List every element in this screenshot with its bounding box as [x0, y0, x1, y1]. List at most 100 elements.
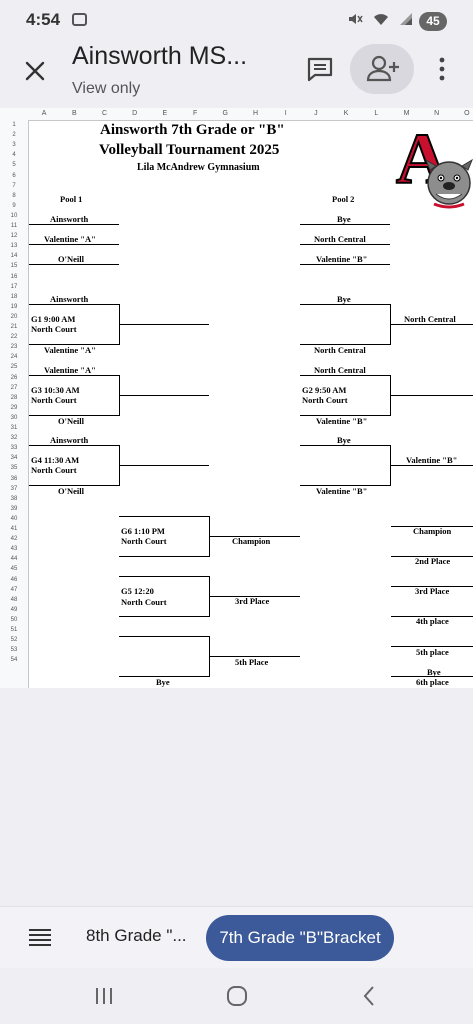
row-header[interactable]: 11: [10, 223, 18, 229]
bracket-line: [29, 445, 119, 446]
column-header[interactable]: O: [464, 110, 470, 117]
g3-top-team: Valentine "A": [44, 365, 96, 375]
row-header[interactable]: 51: [10, 627, 18, 633]
row-header[interactable]: 40: [10, 515, 18, 522]
sheets-menu-icon[interactable]: [28, 927, 52, 947]
g3-bottom-team: O'Neill: [58, 416, 84, 426]
row-header[interactable]: 4: [12, 152, 16, 159]
column-header[interactable]: B: [71, 110, 77, 117]
row-header[interactable]: 35: [10, 465, 18, 472]
row-header[interactable]: 45: [10, 566, 18, 573]
row-header[interactable]: 16: [10, 273, 18, 280]
pool1-team-3: O'Neill: [58, 254, 84, 264]
close-icon[interactable]: [22, 58, 48, 84]
g2-game-label: G2 9:50 AM: [302, 385, 347, 395]
row-header[interactable]: 24: [10, 354, 18, 361]
row-header[interactable]: 27: [10, 384, 18, 391]
row-header[interactable]: 9: [12, 202, 16, 209]
row-header[interactable]: 37: [10, 485, 18, 492]
row-header[interactable]: 23: [10, 344, 18, 351]
row-header[interactable]: 2: [12, 132, 16, 139]
g2-top-team: North Central: [314, 365, 366, 375]
pool2-team-3: Valentine "B": [316, 254, 368, 264]
row-header[interactable]: 50: [10, 616, 18, 623]
bracket-line: [119, 576, 209, 577]
column-header[interactable]: G: [222, 110, 228, 117]
bracket-line: [391, 324, 473, 325]
column-header[interactable]: J: [314, 110, 318, 117]
row-header[interactable]: 34: [10, 455, 18, 462]
column-header[interactable]: K: [343, 110, 349, 117]
row-header[interactable]: 7: [12, 182, 16, 189]
column-header[interactable]: F: [192, 110, 198, 117]
tab-7th-grade-bracket[interactable]: 7th Grade "B"Bracket: [206, 915, 394, 961]
back-icon[interactable]: [358, 984, 382, 1008]
row-header[interactable]: 48: [10, 596, 18, 603]
bracket-line: [390, 304, 391, 345]
bracket-line: [209, 516, 210, 557]
row-header[interactable]: 14: [10, 253, 18, 260]
standings-line: [391, 676, 473, 677]
column-header[interactable]: C: [101, 110, 108, 117]
row-header[interactable]: 42: [10, 536, 18, 543]
row-header[interactable]: 26: [10, 374, 18, 381]
row-header[interactable]: 25: [10, 364, 18, 371]
row-header[interactable]: 21: [10, 324, 18, 330]
row-header[interactable]: 53: [10, 647, 18, 654]
row-header[interactable]: 13: [10, 243, 18, 250]
row-header[interactable]: 10: [10, 212, 18, 219]
home-icon[interactable]: [225, 984, 249, 1008]
column-header[interactable]: I: [284, 110, 287, 117]
row-header[interactable]: 33: [10, 445, 18, 452]
row-header[interactable]: 19: [10, 303, 18, 310]
row-header[interactable]: 8: [12, 192, 16, 199]
row-header[interactable]: 41: [10, 526, 18, 532]
bracket-line: [300, 304, 390, 305]
row-header[interactable]: 18: [10, 293, 18, 300]
tournament-title-line1: Ainsworth 7th Grade or "B": [100, 122, 285, 138]
row-header[interactable]: 47: [10, 586, 18, 593]
bracket-line: [210, 536, 300, 537]
row-header[interactable]: 20: [10, 313, 18, 320]
third-place-label: 3rd Place: [235, 596, 270, 606]
more-options-icon[interactable]: [436, 56, 448, 82]
row-header[interactable]: 31: [10, 425, 18, 431]
row-header[interactable]: 32: [10, 435, 18, 442]
column-header[interactable]: M: [403, 110, 410, 117]
row-header[interactable]: 5: [12, 162, 16, 169]
row-header[interactable]: 12: [10, 233, 18, 240]
row-header[interactable]: 38: [10, 495, 18, 502]
add-person-button[interactable]: [350, 44, 414, 94]
row-header[interactable]: 49: [10, 606, 18, 613]
comment-icon[interactable]: [306, 56, 334, 82]
row-header[interactable]: 22: [10, 334, 18, 341]
recent-apps-icon[interactable]: [92, 984, 116, 1008]
row-header[interactable]: 43: [10, 546, 18, 553]
column-header[interactable]: N: [434, 110, 440, 117]
row-header[interactable]: 6: [12, 172, 16, 179]
standing-2: 2nd Place: [415, 556, 451, 566]
row-header[interactable]: 44: [10, 556, 18, 563]
row-header[interactable]: 36: [10, 475, 18, 482]
row-header[interactable]: 29: [10, 404, 18, 411]
row-header[interactable]: 30: [10, 414, 18, 421]
column-header[interactable]: E: [162, 110, 168, 117]
row-header[interactable]: 52: [10, 637, 18, 644]
row-header[interactable]: 39: [10, 505, 18, 512]
column-header[interactable]: D: [132, 110, 138, 117]
row-header[interactable]: 54: [10, 657, 18, 664]
row-header[interactable]: 17: [10, 283, 18, 290]
column-header[interactable]: H: [252, 110, 259, 117]
row-header[interactable]: 46: [10, 576, 18, 583]
bracket-line: [300, 224, 390, 225]
column-header[interactable]: A: [41, 110, 47, 117]
row-header[interactable]: 1: [12, 122, 16, 128]
row-header[interactable]: 15: [10, 263, 18, 270]
row-header[interactable]: 3: [12, 142, 16, 149]
bracket-line: [29, 375, 119, 376]
tab-8th-grade[interactable]: 8th Grade "...: [86, 926, 187, 945]
row-header[interactable]: 28: [10, 394, 18, 401]
g1-game-label: G1 9:00 AM: [31, 314, 76, 324]
column-header[interactable]: L: [374, 110, 379, 117]
